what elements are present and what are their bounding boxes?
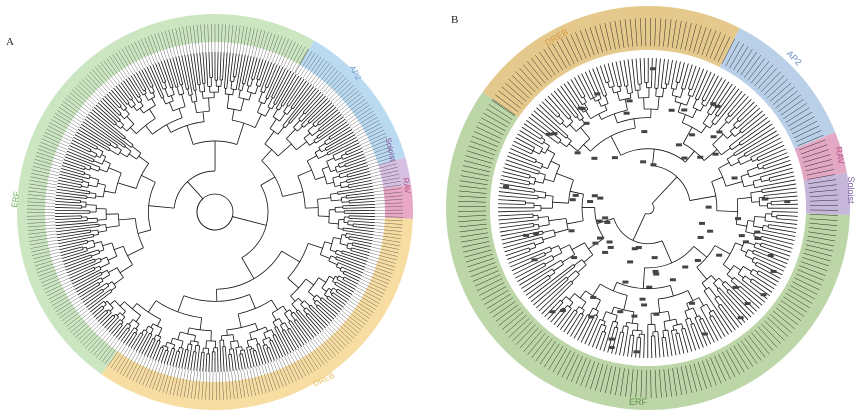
panel-a-leaf-labels <box>27 24 403 400</box>
panel-b-clade-label-soloist: Soloist <box>846 176 856 204</box>
panel-b-clade-band-dreb <box>482 5 740 118</box>
panel-b-support-marks <box>503 67 791 354</box>
panel-a-clade-label-rav: RAV <box>401 177 412 195</box>
panel-b-leaf-labels <box>458 18 838 398</box>
panel-b-clade-label-erf: ERF <box>629 397 648 407</box>
panel-a-clade-band-erf <box>17 13 315 375</box>
panel-a-letter: A <box>6 36 14 48</box>
panel-b-clade-band-rav <box>794 132 847 181</box>
panel-a-tree-branches <box>55 52 375 372</box>
panel-b-clade-label-rav: RAV <box>833 146 846 165</box>
panel-a-clade-band-ap2 <box>300 40 406 166</box>
panel-a-clade-band-soloist <box>378 157 412 189</box>
panel-b-letter: B <box>451 14 459 26</box>
panel-a-clade-label-erf: ERF <box>10 191 22 208</box>
panel-b-clade-band-erf <box>446 92 850 410</box>
panel-a-root <box>196 193 234 231</box>
panel-a-clade-band-dreb <box>101 217 413 410</box>
panel-b-clade-band-soloist <box>803 172 850 216</box>
